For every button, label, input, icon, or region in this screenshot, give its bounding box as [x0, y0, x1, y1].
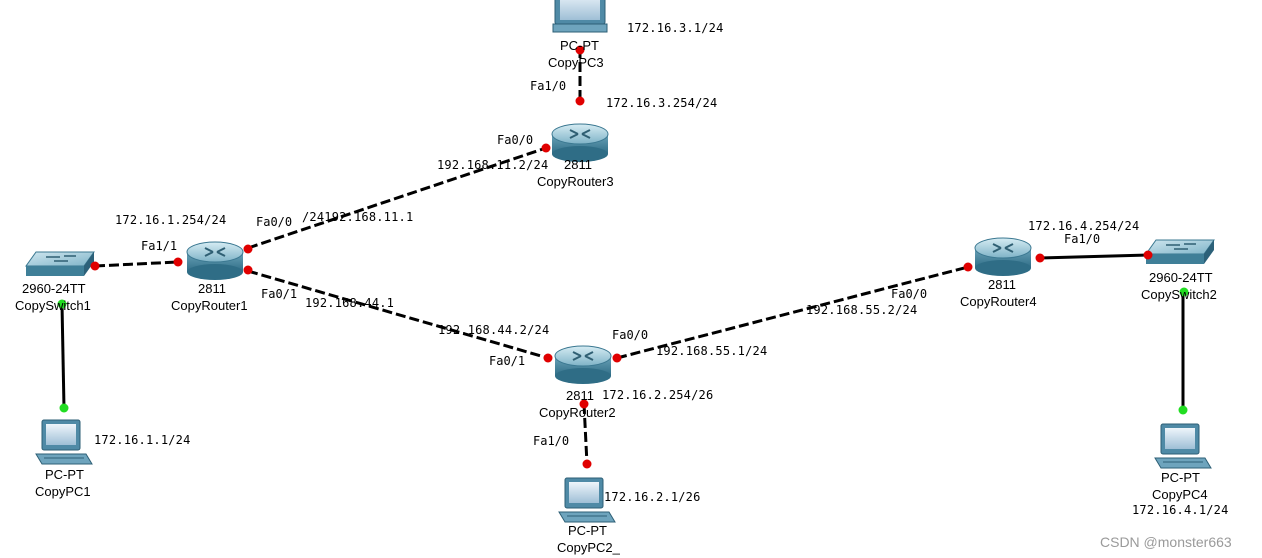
pc1-model: PC-PT	[45, 467, 84, 482]
pc-icon[interactable]	[552, 0, 608, 33]
router3-fa0-0-label: Fa0/0	[497, 133, 534, 147]
router1-fa0-0-ip: /24192.168.11.1	[302, 210, 414, 224]
port-dot	[59, 403, 69, 413]
port-dot	[173, 257, 183, 267]
router3-fa0-0-ip: 192.168.11.2/24	[437, 158, 549, 172]
router4-name: CopyRouter4	[960, 294, 1037, 309]
link-switch1-router1	[94, 260, 179, 268]
pc-icon[interactable]	[1154, 423, 1212, 469]
router1-fa0-1-label: Fa0/1	[261, 287, 298, 301]
router-icon[interactable]	[554, 345, 612, 384]
switch1-name: CopySwitch1	[15, 298, 91, 313]
port-dot	[57, 299, 67, 309]
router1-name: CopyRouter1	[171, 298, 248, 313]
port-dot	[243, 265, 253, 275]
link-switch1-pc1	[60, 303, 66, 409]
pc1-name: CopyPC1	[35, 484, 91, 499]
port-dot	[1143, 250, 1153, 260]
router4-model: 2811	[988, 277, 1016, 292]
pc4-ip: 172.16.4.1/24	[1132, 503, 1229, 517]
port-dot	[1035, 253, 1045, 263]
port-dot	[1178, 405, 1188, 415]
pc2-name: CopyPC2_	[557, 540, 620, 555]
router2-name: CopyRouter2	[539, 405, 616, 420]
router3-fa1-0-ip: 172.16.3.254/24	[606, 96, 718, 110]
router2-lan-ip: 172.16.2.254/26	[602, 388, 714, 402]
port-dot	[543, 353, 553, 363]
port-dot	[243, 244, 253, 254]
link-router2-router4	[616, 265, 969, 360]
port-dot	[582, 459, 592, 469]
router1-fa0-0-label: Fa0/0	[256, 215, 293, 229]
watermark: CSDN @monster663	[1100, 534, 1232, 550]
port-dot	[90, 261, 100, 271]
router-icon[interactable]	[186, 241, 244, 280]
router3-name: CopyRouter3	[537, 174, 614, 189]
switch-icon[interactable]	[25, 251, 95, 276]
port-dot	[579, 399, 589, 409]
port-status-dots	[57, 45, 1189, 469]
port-dot	[575, 96, 585, 106]
router2-fa1-0-label: Fa1/0	[533, 434, 570, 448]
link-router1-router2	[247, 269, 549, 360]
router2-fa0-0-label: Fa0/0	[612, 328, 649, 342]
link-router1-router3	[247, 146, 547, 250]
port-dot	[612, 353, 622, 363]
router1-fa1-1-label: Fa1/1	[141, 239, 178, 253]
switch2-model: 2960-24TT	[1149, 270, 1213, 285]
router1-lan-ip: 172.16.1.254/24	[115, 213, 227, 227]
router2-fa0-0-ip: 192.168.55.1/24	[656, 344, 768, 358]
pc4-model: PC-PT	[1161, 470, 1200, 485]
pc2-ip: 172.16.2.1/26	[604, 490, 701, 504]
router1-model: 2811	[198, 281, 226, 296]
router4-fa1-0-label: Fa1/0	[1064, 232, 1101, 246]
router4-lan-ip: 172.16.4.254/24	[1028, 219, 1140, 233]
router2-fa0-1-ip: 192.168.44.2/24	[438, 323, 550, 337]
pc4-name: CopyPC4	[1152, 487, 1208, 502]
pc3-name: CopyPC3	[548, 55, 604, 70]
router3-fa1-0-label: Fa1/0	[530, 79, 567, 93]
router4-fa0-0-label: Fa0/0	[891, 287, 928, 301]
pc-icon[interactable]	[558, 477, 616, 523]
router4-fa0-0-ip: 192.168.55.2/24	[806, 303, 918, 317]
port-dot	[963, 262, 973, 272]
switch1-model: 2960-24TT	[22, 281, 86, 296]
link-router2-pc2	[582, 403, 589, 465]
router-icon[interactable]	[551, 123, 609, 162]
pc1-ip: 172.16.1.1/24	[94, 433, 191, 447]
pc3-model: PC-PT	[560, 38, 599, 53]
port-dot	[1179, 287, 1189, 297]
switch2-name: CopySwitch2	[1141, 287, 1217, 302]
port-dot	[575, 45, 585, 55]
port-dot	[541, 143, 551, 153]
link-router4-switch2	[1039, 253, 1149, 260]
links	[60, 48, 1185, 465]
pc3-ip: 172.16.3.1/24	[627, 21, 724, 35]
switch-icon[interactable]	[1145, 239, 1215, 264]
pc-icon[interactable]	[35, 419, 93, 465]
router2-fa0-1-label: Fa0/1	[489, 354, 526, 368]
router1-fa0-1-ip: 192.168.44.1	[305, 296, 395, 310]
router3-model: 2811	[564, 157, 592, 172]
pc2-model: PC-PT	[568, 523, 607, 538]
router-icon[interactable]	[974, 237, 1032, 276]
router2-model: 2811	[566, 388, 594, 403]
